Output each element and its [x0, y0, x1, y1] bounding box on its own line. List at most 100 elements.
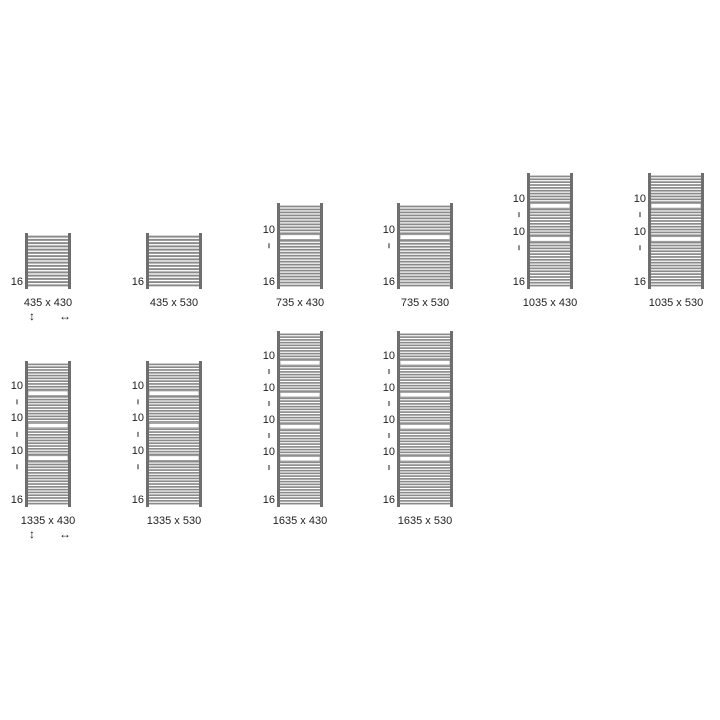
radiator-left-rail — [648, 173, 651, 289]
radiator-bar — [149, 421, 199, 423]
radiator-bar — [149, 383, 199, 385]
radiator-bar — [651, 244, 701, 247]
radiator-bar — [28, 245, 68, 248]
radiator-bar — [149, 469, 199, 471]
radiator-bar — [149, 274, 199, 277]
radiator-bar — [530, 231, 570, 234]
radiator-bar — [400, 226, 450, 229]
radiator-group-gap — [27, 390, 69, 396]
radiator-bar — [400, 263, 450, 266]
bar-count-label: 16 — [131, 276, 144, 288]
radiator-group-gap — [279, 392, 321, 398]
radiator-bar — [28, 480, 68, 483]
radiator-left-rail — [146, 233, 149, 289]
radiator-bar — [530, 244, 570, 247]
radiator-bar — [149, 445, 199, 447]
radiator-bar — [28, 268, 68, 271]
width-arrow-icon: ↔ — [59, 309, 71, 323]
bar-count-label: 10 — [512, 225, 525, 238]
radiator-bar — [149, 480, 199, 483]
radiator-bar — [28, 447, 68, 450]
radiator-bar — [149, 460, 199, 463]
radiator-left-rail — [277, 203, 280, 289]
radiator-bar — [149, 281, 199, 284]
radiator-bar — [28, 477, 68, 480]
radiator-bar — [149, 363, 199, 366]
radiator-bar — [280, 208, 320, 211]
radiator-bar — [530, 247, 570, 250]
radiator-left-rail — [527, 173, 530, 289]
radiator-bar — [400, 429, 450, 432]
bar-count-label: 10 — [633, 225, 646, 238]
radiator-bar — [530, 201, 570, 204]
radiator-bar — [400, 208, 450, 211]
radiator-bar — [28, 374, 68, 377]
radiator-bar — [530, 220, 570, 222]
radiator-bar — [28, 407, 68, 409]
radiator-bar — [280, 486, 320, 488]
radiator-left-rail — [25, 361, 28, 507]
radiator-bar — [400, 341, 450, 344]
radiator-bar — [280, 368, 320, 370]
radiator-bar — [28, 388, 68, 391]
radiator-bar — [530, 261, 570, 264]
radiator-bar — [280, 245, 320, 248]
width-arrow-icon: ↔ — [59, 527, 71, 541]
radiator-bar — [400, 464, 450, 466]
radiator-left-rail — [146, 361, 149, 507]
radiator-right-rail — [199, 361, 202, 507]
radiator-bar — [280, 502, 320, 505]
radiator-bar — [149, 251, 199, 254]
radiator-size-label: 735 x 430 — [275, 297, 325, 309]
radiator-bar — [149, 474, 199, 477]
radiator-bar — [530, 225, 570, 228]
radiator-bar — [280, 350, 320, 352]
radiator-bar — [530, 178, 570, 181]
radiator-left-rail — [397, 331, 400, 507]
radiator-bar — [400, 403, 450, 405]
radiator-size-label: 435 x 430 — [23, 297, 73, 309]
radiator-bar — [280, 480, 320, 483]
radiator-bar — [400, 269, 450, 272]
radiator-group-gap — [148, 390, 200, 396]
radiator-bar — [280, 405, 320, 408]
radiator-bar — [280, 371, 320, 373]
radiator-left-rail — [397, 203, 400, 289]
radiator-bar — [28, 251, 68, 254]
radiator-bar — [28, 434, 68, 436]
radiator-bar — [28, 436, 68, 439]
radiator-bar — [280, 437, 320, 440]
radiator-bar — [400, 352, 450, 355]
radiator-bar — [400, 211, 450, 214]
radiator-bar — [651, 228, 701, 231]
radiator-bar — [280, 400, 320, 402]
radiator-bar — [280, 472, 320, 475]
radiator-bar — [280, 333, 320, 336]
radiator-bar — [651, 192, 701, 195]
radiator-bar — [530, 217, 570, 219]
radiator-bar — [280, 242, 320, 245]
radiator-right-rail — [450, 331, 453, 507]
radiator-bar — [149, 415, 199, 418]
radiator-bar — [149, 409, 199, 412]
radiator-bar — [280, 365, 320, 368]
radiator-bar — [149, 428, 199, 431]
radiator-bar — [530, 184, 570, 186]
radiator-bar — [400, 368, 450, 370]
radiator-bar — [28, 474, 68, 477]
bar-count-label: 10 — [262, 223, 275, 236]
bar-count-label: 16 — [262, 494, 275, 506]
radiator-bar — [400, 475, 450, 477]
radiator-bar — [400, 448, 450, 451]
radiator-bar — [28, 486, 68, 488]
radiator-bar — [280, 269, 320, 272]
radiator-bar — [280, 355, 320, 358]
radiator-bar — [651, 178, 701, 181]
radiator-bar — [530, 278, 570, 281]
radiator-bar — [28, 415, 68, 418]
radiator-bar — [400, 205, 450, 208]
bar-count-label: 10 — [382, 445, 395, 458]
radiator-bar — [400, 350, 450, 352]
radiator-bar — [280, 339, 320, 341]
radiator-bar — [651, 250, 701, 253]
